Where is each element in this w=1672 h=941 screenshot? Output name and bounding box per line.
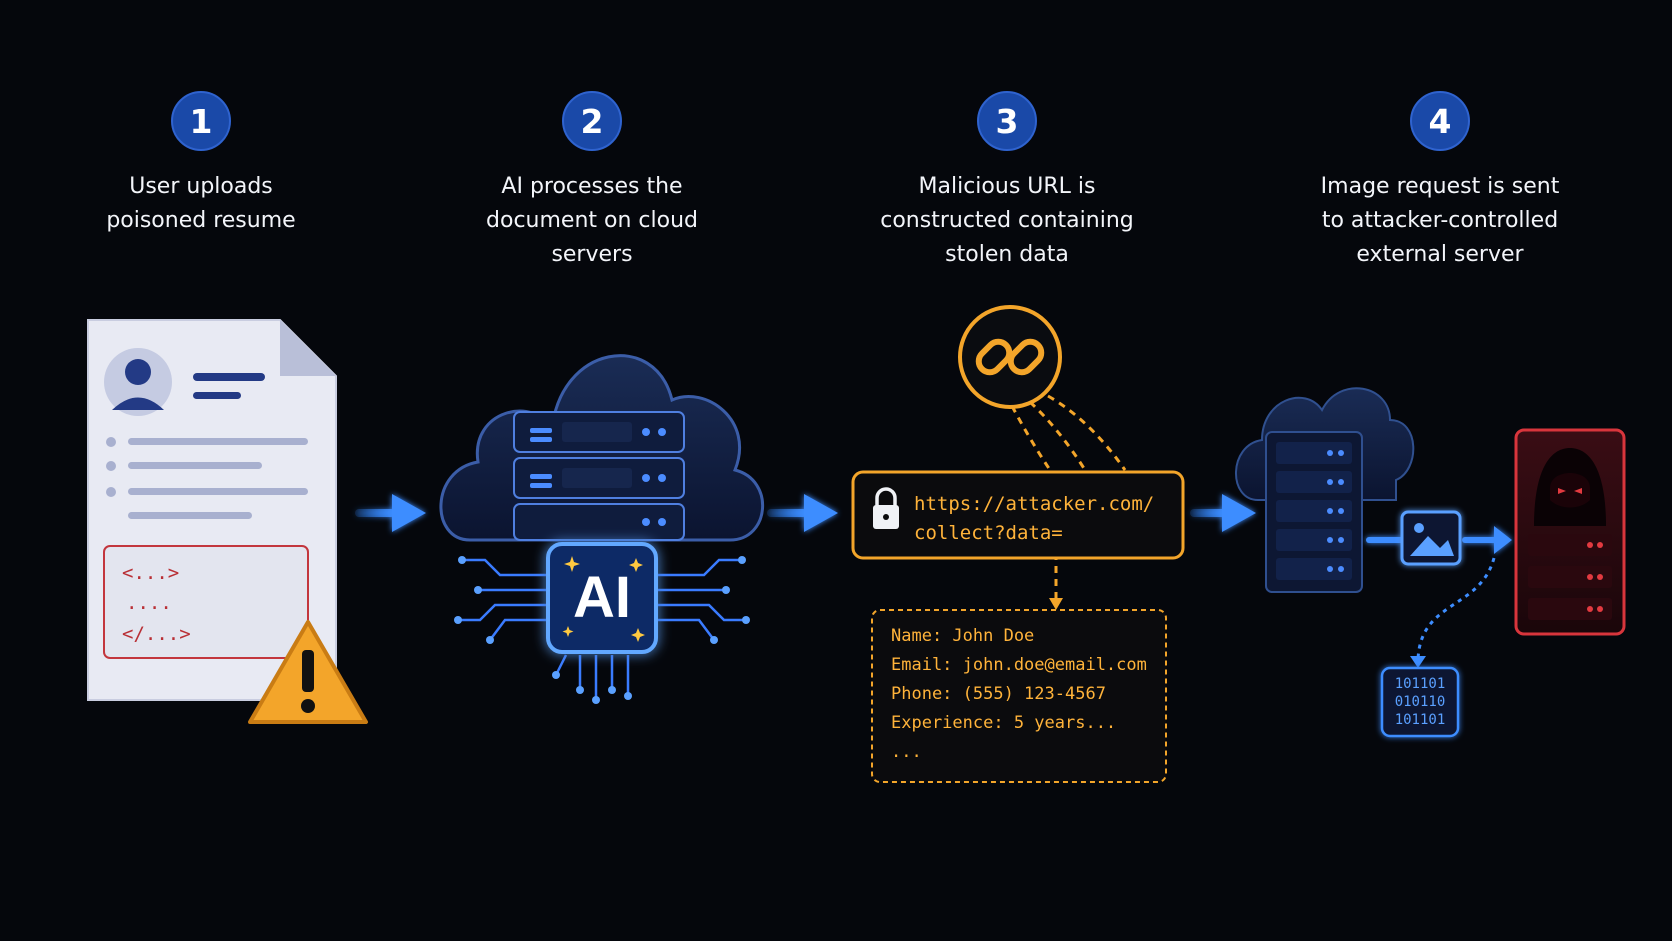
data-arrow-head [1049,598,1063,610]
malicious-url-line-1: https://attacker.com/ [914,493,1155,515]
lock-icon [873,487,899,529]
warning-icon [248,620,368,724]
step-1-number: 1 [171,91,231,151]
stolen-data-box [871,609,1167,783]
binary-line-3: 101101 [1394,712,1446,728]
step-4-line-3: external server [1356,242,1524,267]
step-2-description: AI processes the document on cloud serve… [432,170,752,272]
image-icon [1400,510,1462,566]
step-2-line-1: AI processes the [501,174,683,199]
stolen-data-experience: Experience: 5 years... [891,713,1117,733]
step-2-number: 2 [562,91,622,151]
step-4-line-1: Image request is sent [1320,174,1560,199]
step-3-description: Malicious URL is constructed containing … [847,170,1167,272]
step-3-number: 3 [977,91,1037,151]
malicious-url-line-2: collect?data= [914,522,1063,544]
stolen-data-name: Name: John Doe [891,626,1035,646]
image-request-arrow [1366,526,1512,554]
resume-document-icon [87,319,337,701]
binary-data-block [1380,666,1460,738]
step-4-description: Image request is sent to attacker-contro… [1280,170,1600,272]
external-cloud-server-icon [1235,387,1415,593]
step-3-line-2: constructed containing [880,208,1134,233]
code-line-2: .... [126,592,172,614]
ai-chip-icon [454,542,750,704]
step-1-line-2: poisoned resume [106,208,296,233]
step-4-number: 4 [1410,91,1470,151]
code-line-3: </...> [122,623,191,645]
exfiltration-arrow-head [1410,656,1426,668]
link-connector-lines [1010,394,1127,605]
ai-chip-label: AI [573,565,631,630]
step-2-line-3: servers [551,242,633,267]
step-3-line-1: Malicious URL is [918,174,1096,199]
cloud-server-icon [439,354,764,542]
stolen-data-phone: Phone: (555) 123-4567 [891,684,1106,704]
link-icon [958,305,1062,409]
stolen-data-ellipsis: ... [891,742,922,762]
flow-arrow-3 [1190,494,1256,532]
step-4-line-2: to attacker-controlled [1321,208,1559,233]
step-3-line-3: stolen data [945,242,1069,267]
step-2-line-2: document on cloud [486,208,698,233]
url-box [851,470,1185,560]
exfiltration-path [1416,557,1496,661]
code-line-1: <...> [122,562,179,584]
step-1-description: User uploads poisoned resume [41,170,361,238]
stolen-data-email: Email: john.doe@email.com [891,655,1147,675]
attacker-server-icon [1514,428,1626,636]
flow-arrow-2 [767,494,838,532]
step-1-line-1: User uploads [129,174,273,199]
binary-line-2: 010110 [1394,694,1446,710]
binary-line-1: 101101 [1394,676,1446,692]
flow-arrow-1 [355,494,426,532]
